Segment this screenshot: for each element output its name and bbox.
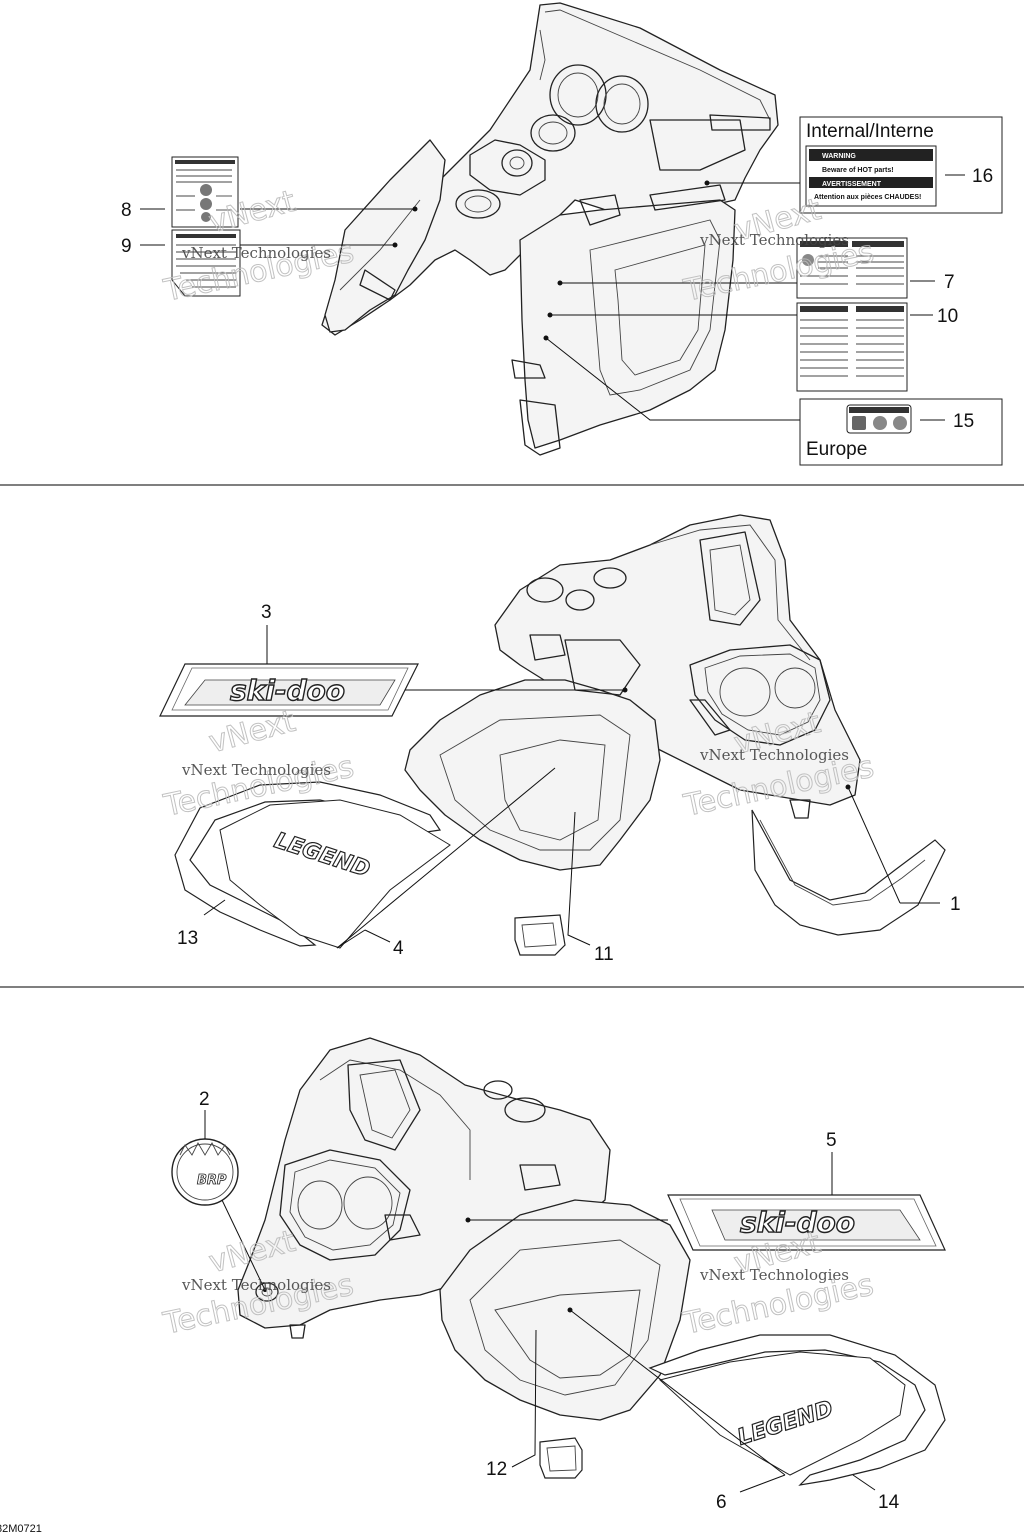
decal-7-warning-label <box>796 237 908 299</box>
callout-4: 4 <box>393 938 404 959</box>
section-middle: ski-doo LEGEND 3 13 4 11 1 <box>159 514 961 965</box>
ski-doo-logo-5: ski-doo <box>740 1206 855 1239</box>
europe-label: Europe <box>806 439 867 460</box>
callout-8: 8 <box>121 200 132 221</box>
callout-11: 11 <box>594 944 614 965</box>
callout-6: 6 <box>716 1492 727 1513</box>
decal-4-legend: LEGEND <box>219 799 451 949</box>
section-top: Internal/Interne WARNING Beware of HOT p… <box>121 2 1003 466</box>
callout-13: 13 <box>177 928 198 949</box>
brp-logo: BRP <box>197 1173 227 1188</box>
europe-box: Europe <box>799 398 1003 466</box>
callout-16: 16 <box>972 166 993 187</box>
watermark-d1: vNext Technologies <box>699 746 849 764</box>
decal-1-nose-stripe <box>751 809 946 936</box>
decal-3-ski-doo: ski-doo <box>159 663 419 717</box>
decal-2-brp-badge: BRP <box>171 1138 239 1206</box>
decal-13-stripe <box>174 781 442 947</box>
decal-8-warning-label <box>171 156 239 228</box>
callout-1: 1 <box>950 894 961 915</box>
warning-line1: Beware of HOT parts! <box>822 167 894 174</box>
callout-12: 12 <box>486 1459 507 1480</box>
warning-title-fr: AVERTISSEMENT <box>822 181 882 188</box>
internal-box: Internal/Interne WARNING Beware of HOT p… <box>799 116 1003 214</box>
callout-10: 10 <box>937 306 958 327</box>
callout-9: 9 <box>121 236 132 257</box>
watermark-a1: vNext Technologies <box>181 244 331 262</box>
callout-7: 7 <box>944 272 955 293</box>
callout-3: 3 <box>261 602 272 623</box>
watermark-f1: vNext Technologies <box>699 1266 849 1284</box>
internal-label: Internal/Interne <box>806 121 934 142</box>
decal-14-stripe <box>648 1334 946 1486</box>
decal-10-warning-label <box>796 302 908 392</box>
warning-line2: Attention aux pièces CHAUDES! <box>814 194 921 201</box>
decal-11-small <box>514 914 566 956</box>
figure-reference: 32M0721 <box>0 1523 42 1535</box>
left-side-panel <box>324 139 446 333</box>
decal-5-ski-doo: ski-doo <box>667 1194 946 1251</box>
watermark-b1: vNext Technologies <box>699 231 849 249</box>
section-bottom: BRP ski-doo LEGEND 2 5 12 6 <box>171 1037 946 1513</box>
callout-14: 14 <box>878 1492 900 1513</box>
callout-2: 2 <box>199 1089 210 1110</box>
warning-title: WARNING <box>822 153 856 160</box>
ski-doo-logo-3: ski-doo <box>230 674 345 707</box>
side-panel-right-view <box>404 679 661 871</box>
watermark-e1: vNext Technologies <box>181 1276 331 1294</box>
decal-6-legend: LEGEND <box>658 1351 906 1476</box>
right-side-panel <box>519 199 736 449</box>
watermark-c1: vNext Technologies <box>181 761 331 779</box>
decal-9-warning-label <box>171 229 241 297</box>
callout-15: 15 <box>953 411 974 432</box>
callout-5: 5 <box>826 1130 837 1151</box>
